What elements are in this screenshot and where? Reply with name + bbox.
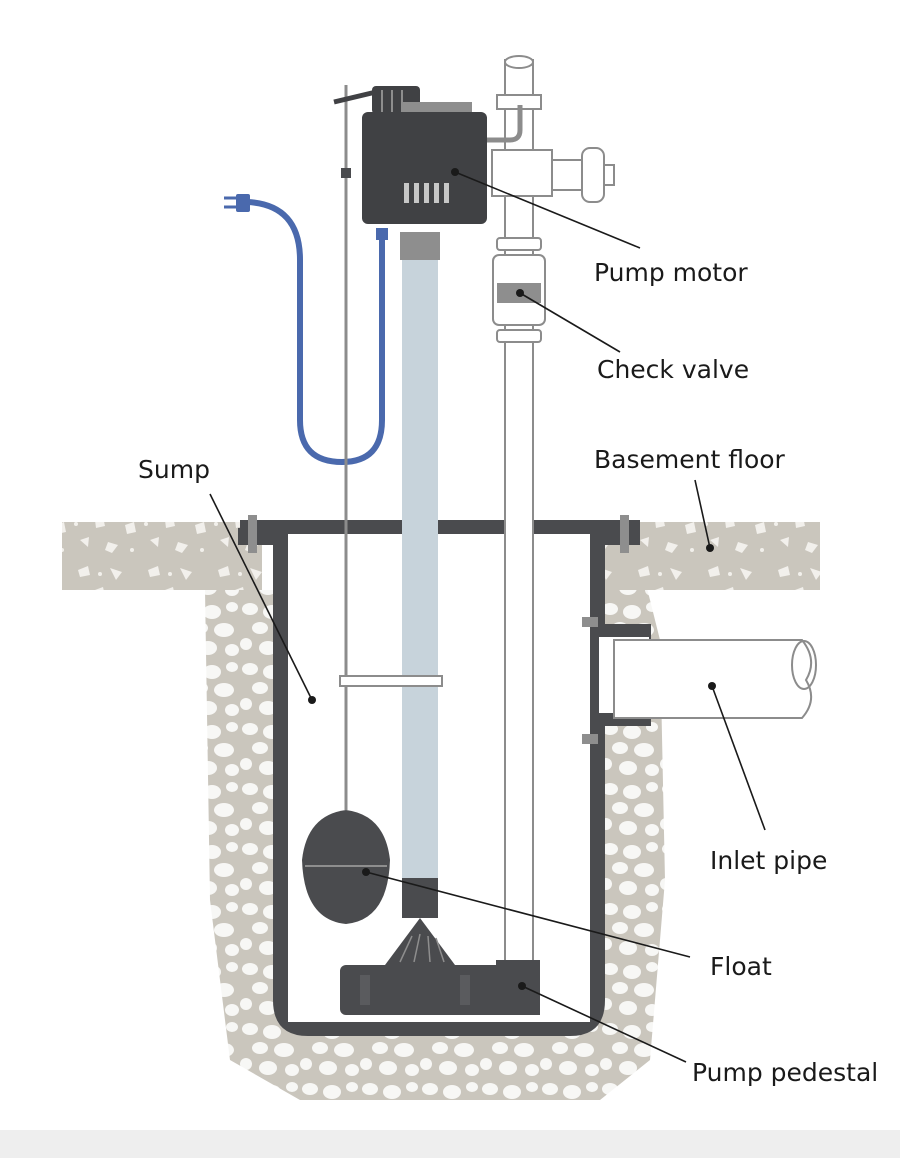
motor-switch-arm bbox=[333, 89, 377, 105]
pipe-clamp-1 bbox=[496, 237, 542, 251]
motor-vent-4 bbox=[434, 183, 439, 203]
plug-icon bbox=[236, 194, 250, 212]
leader-pump-motor bbox=[454, 171, 641, 249]
gate-valve-body bbox=[491, 149, 553, 197]
power-cord bbox=[247, 199, 385, 466]
leader-check-valve bbox=[519, 292, 621, 353]
inlet-flange-top bbox=[598, 625, 650, 637]
motor-vent-3 bbox=[424, 183, 429, 203]
pump-pedestal bbox=[340, 965, 540, 1015]
label-pump-pedestal: Pump pedestal bbox=[692, 1058, 879, 1087]
gate-valve-nut bbox=[603, 164, 615, 186]
float-rod-stop bbox=[341, 168, 351, 178]
lid-bolt-left bbox=[248, 515, 257, 553]
leader-lines bbox=[209, 171, 766, 1063]
inlet-pipe-end bbox=[791, 640, 817, 690]
inlet-bolt-bottom bbox=[582, 734, 598, 744]
pedestal-block bbox=[496, 960, 540, 1015]
sump-lid bbox=[240, 520, 640, 534]
motor-vent-2 bbox=[414, 183, 419, 203]
motor-vent-1 bbox=[404, 183, 409, 203]
label-float: Float bbox=[710, 952, 772, 981]
label-sump: Sump bbox=[138, 455, 210, 484]
basement-floor-left bbox=[62, 522, 262, 590]
leader-float bbox=[365, 871, 691, 958]
gate-valve-handle bbox=[581, 147, 605, 203]
motor-vent-tube bbox=[486, 105, 523, 143]
leader-basement-floor bbox=[694, 479, 711, 549]
pump-column bbox=[402, 258, 438, 918]
pump-volute bbox=[385, 918, 455, 965]
gate-valve-stem bbox=[551, 159, 583, 191]
discharge-pipe-top bbox=[504, 55, 534, 69]
label-pump-motor: Pump motor bbox=[594, 258, 748, 287]
leader-dots bbox=[308, 168, 716, 990]
rod-bracket bbox=[339, 675, 443, 687]
motor-vent-5 bbox=[444, 183, 449, 203]
label-inlet-pipe: Inlet pipe bbox=[710, 846, 828, 875]
label-check-valve: Check valve bbox=[597, 355, 750, 384]
pipe-clamp-2 bbox=[496, 329, 542, 343]
leader-pump-pedestal bbox=[521, 985, 687, 1063]
cord-connector bbox=[376, 228, 388, 240]
pump-column-base bbox=[402, 878, 438, 918]
inlet-pipe bbox=[613, 639, 813, 719]
label-basement-floor: Basement floor bbox=[594, 445, 785, 474]
sump-pit bbox=[238, 528, 640, 1036]
leader-sump bbox=[209, 493, 313, 701]
bottom-band bbox=[0, 1130, 900, 1158]
lid-bolt-right bbox=[620, 515, 629, 553]
pump-column-collar bbox=[400, 232, 440, 260]
pump-motor bbox=[362, 112, 487, 224]
motor-top-plate bbox=[402, 102, 472, 112]
inlet-bolt-top bbox=[582, 617, 598, 627]
leader-inlet-pipe bbox=[711, 685, 766, 831]
sump-interior bbox=[288, 540, 590, 1022]
